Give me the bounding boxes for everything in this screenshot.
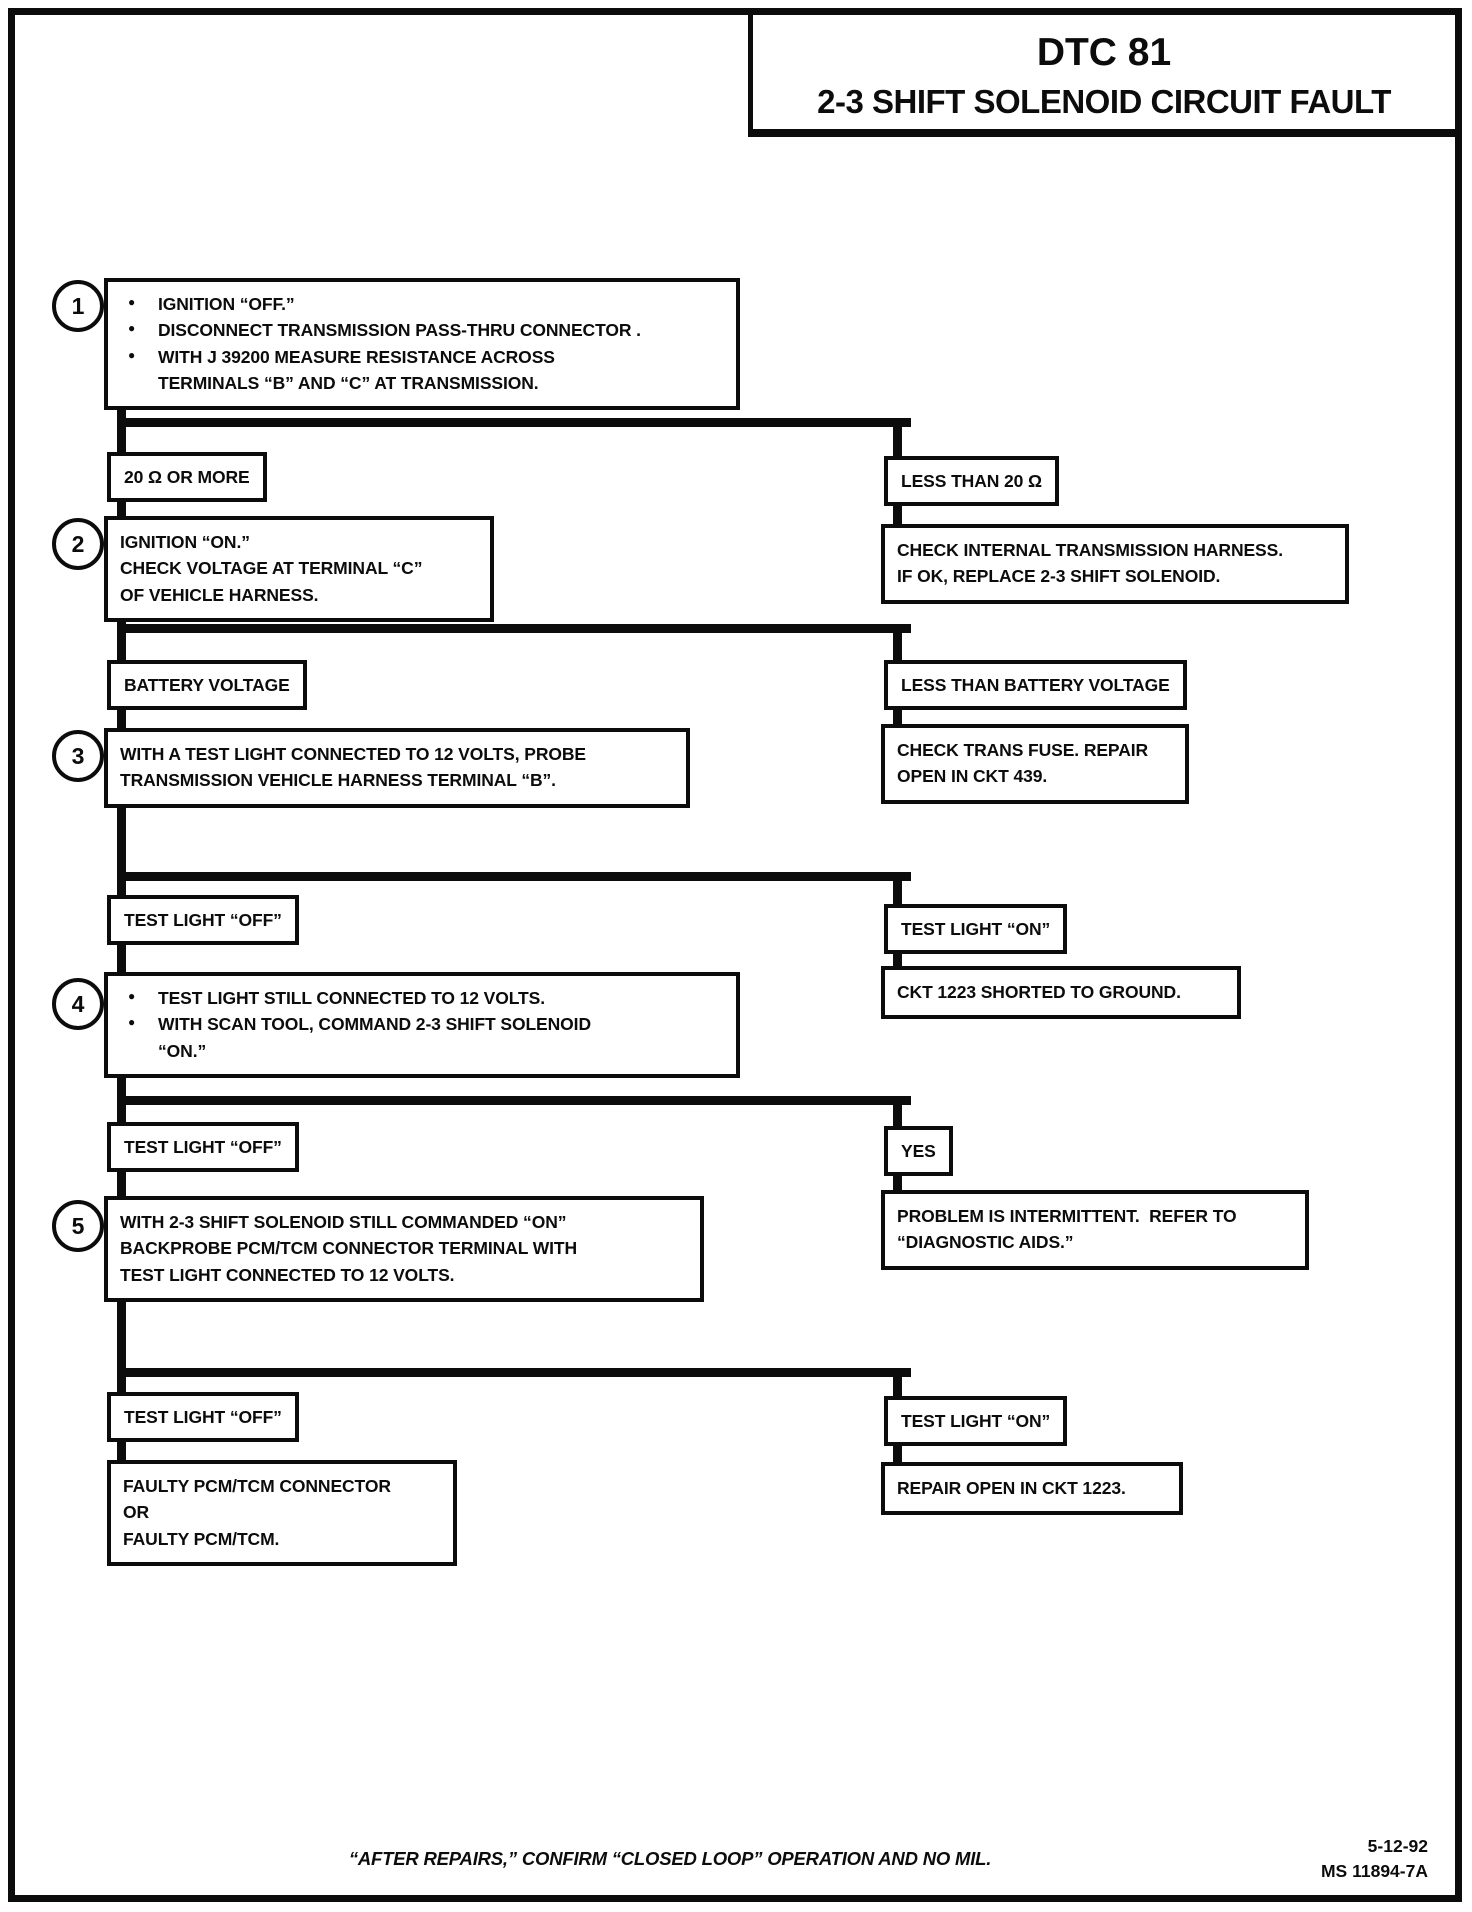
branch3-right-result-box: CKT 1223 SHORTED TO GROUND. bbox=[881, 966, 1241, 1020]
step5-line-3: TEST LIGHT CONNECTED TO 12 VOLTS. bbox=[120, 1264, 455, 1285]
connector-branch2-drop1 bbox=[893, 624, 902, 666]
branch5-right-label: TEST LIGHT “ON” bbox=[884, 1396, 1068, 1447]
step-circle-4: 4 bbox=[52, 978, 104, 1030]
step1-bullet-3-continuation: TERMINALS “B” AND “C” AT TRANSMISSION. bbox=[158, 372, 539, 393]
branch4-right-label-text: YES bbox=[901, 1141, 936, 1161]
step1-bullet-2: DISCONNECT TRANSMISSION PASS-THRU CONNEC… bbox=[120, 317, 724, 343]
step2-line-1: IGNITION “ON.” bbox=[120, 532, 250, 552]
connector-branch1-drop2 bbox=[893, 490, 902, 530]
connector-branch2-horizontal bbox=[117, 624, 911, 633]
branch3-right-label: TEST LIGHT “ON” bbox=[884, 904, 1068, 955]
branch2-left-label-text: BATTERY VOLTAGE bbox=[124, 675, 290, 695]
branch5-right-result-box: REPAIR OPEN IN CKT 1223. bbox=[881, 1462, 1183, 1516]
branch3-right-label-text: TEST LIGHT “ON” bbox=[901, 919, 1051, 939]
connector-branch4-horizontal bbox=[117, 1096, 911, 1105]
branch2-right-label-text: LESS THAN BATTERY VOLTAGE bbox=[901, 675, 1170, 695]
branch5-right-label-text: TEST LIGHT “ON” bbox=[901, 1411, 1051, 1431]
connector-branch3-drop1 bbox=[893, 872, 902, 910]
connector-branch5-drop1 bbox=[893, 1368, 902, 1404]
connector-branch2-drop2 bbox=[893, 694, 902, 730]
step-box-4: TEST LIGHT STILL CONNECTED TO 12 VOLTS. … bbox=[104, 972, 740, 1078]
step2-line-2: CHECK VOLTAGE AT TERMINAL “C” bbox=[120, 558, 423, 579]
branch1-result-line-2: IF OK, REPLACE 2-3 SHIFT SOLENOID. bbox=[897, 566, 1221, 587]
connector-branch4-drop2 bbox=[893, 1162, 902, 1196]
footer-stamp: 5-12-92 MS 11894-7A bbox=[1321, 1834, 1428, 1885]
step-number-2: 2 bbox=[71, 530, 85, 557]
step3-line-1: WITH A TEST LIGHT CONNECTED TO 12 VOLTS,… bbox=[120, 744, 586, 764]
step5-line-2: BACKPROBE PCM/TCM CONNECTOR TERMINAL WIT… bbox=[120, 1238, 578, 1259]
step4-bullet-2: WITH SCAN TOOL, COMMAND 2-3 SHIFT SOLENO… bbox=[120, 1011, 724, 1037]
connector-branch1-horizontal bbox=[117, 418, 911, 427]
connector-branch1-drop1 bbox=[893, 418, 902, 462]
title-block: DTC 81 2-3 SHIFT SOLENOID CIRCUIT FAULT bbox=[748, 15, 1455, 137]
branch4-left-label-text: TEST LIGHT “OFF” bbox=[124, 1137, 282, 1157]
branch5-left-result-line-1: FAULTY PCM/TCM CONNECTOR bbox=[123, 1476, 391, 1496]
step-circle-3: 3 bbox=[52, 730, 104, 782]
branch1-right-label-text: LESS THAN 20 Ω bbox=[901, 471, 1042, 491]
step4-bullet-2-continuation: “ON.” bbox=[158, 1040, 207, 1061]
branch5-left-result-line-2: OR bbox=[123, 1502, 150, 1523]
step-box-2: IGNITION “ON.” CHECK VOLTAGE AT TERMINAL… bbox=[104, 516, 494, 622]
branch5-left-label-text: TEST LIGHT “OFF” bbox=[124, 1407, 282, 1427]
step-circle-2: 2 bbox=[52, 518, 104, 570]
branch1-right-label: LESS THAN 20 Ω bbox=[884, 456, 1059, 507]
branch3-result-line-1: CKT 1223 SHORTED TO GROUND. bbox=[897, 982, 1181, 1002]
branch2-result-line-1: CHECK TRANS FUSE. REPAIR bbox=[897, 740, 1149, 760]
step2-line-3: OF VEHICLE HARNESS. bbox=[120, 584, 319, 605]
step-circle-1: 1 bbox=[52, 280, 104, 332]
connector-branch5-horizontal bbox=[117, 1368, 911, 1377]
footer-note: “AFTER REPAIRS,” CONFIRM “CLOSED LOOP” O… bbox=[348, 1848, 992, 1869]
branch1-left-label-text: 20 Ω OR MORE bbox=[124, 467, 250, 487]
step-number-4: 4 bbox=[71, 990, 85, 1017]
step1-bullet-3: WITH J 39200 MEASURE RESISTANCE ACROSS bbox=[120, 344, 724, 370]
page-title: DTC 81 bbox=[1036, 31, 1172, 74]
branch1-right-result-box: CHECK INTERNAL TRANSMISSION HARNESS. IF … bbox=[881, 524, 1349, 604]
connector-branch3-drop2 bbox=[893, 938, 902, 972]
step1-bullet-1: IGNITION “OFF.” bbox=[120, 291, 724, 317]
branch2-result-line-2: OPEN IN CKT 439. bbox=[897, 766, 1048, 787]
branch1-result-line-1: CHECK INTERNAL TRANSMISSION HARNESS. bbox=[897, 540, 1283, 560]
branch2-left-label: BATTERY VOLTAGE bbox=[107, 660, 307, 711]
step-box-5: WITH 2-3 SHIFT SOLENOID STILL COMMANDED … bbox=[104, 1196, 704, 1302]
branch5-left-result-box: FAULTY PCM/TCM CONNECTOR OR FAULTY PCM/T… bbox=[107, 1460, 457, 1566]
step-number-3: 3 bbox=[71, 742, 85, 769]
footer-date: 5-12-92 bbox=[1367, 1836, 1428, 1856]
step-number-5: 5 bbox=[71, 1212, 85, 1239]
connector-branch4-drop1 bbox=[893, 1096, 902, 1134]
step-number-1: 1 bbox=[71, 292, 85, 319]
footer-doc-number: MS 11894-7A bbox=[1320, 1861, 1428, 1882]
step4-bullet-1: TEST LIGHT STILL CONNECTED TO 12 VOLTS. bbox=[120, 985, 724, 1011]
branch4-left-label: TEST LIGHT “OFF” bbox=[107, 1122, 299, 1173]
branch3-left-label-text: TEST LIGHT “OFF” bbox=[124, 910, 282, 930]
step3-line-2: TRANSMISSION VEHICLE HARNESS TERMINAL “B… bbox=[120, 770, 556, 791]
branch5-left-label: TEST LIGHT “OFF” bbox=[107, 1392, 299, 1443]
connector-branch3-horizontal bbox=[117, 872, 911, 881]
branch1-left-label: 20 Ω OR MORE bbox=[107, 452, 267, 503]
connector-branch5-drop2 bbox=[893, 1432, 902, 1468]
branch3-left-label: TEST LIGHT “OFF” bbox=[107, 895, 299, 946]
branch4-result-line-2: “DIAGNOSTIC AIDS.” bbox=[897, 1232, 1074, 1253]
branch5-right-result-line-1: REPAIR OPEN IN CKT 1223. bbox=[897, 1478, 1126, 1498]
branch5-left-result-line-3: FAULTY PCM/TCM. bbox=[123, 1528, 280, 1549]
step-circle-5: 5 bbox=[52, 1200, 104, 1252]
step5-line-1: WITH 2-3 SHIFT SOLENOID STILL COMMANDED … bbox=[120, 1212, 567, 1232]
page-subtitle: 2-3 SHIFT SOLENOID CIRCUIT FAULT bbox=[817, 83, 1391, 120]
branch2-right-result-box: CHECK TRANS FUSE. REPAIR OPEN IN CKT 439… bbox=[881, 724, 1189, 804]
branch4-result-line-1: PROBLEM IS INTERMITTENT. REFER TO bbox=[897, 1206, 1237, 1226]
step-box-3: WITH A TEST LIGHT CONNECTED TO 12 VOLTS,… bbox=[104, 728, 690, 808]
step-box-1: IGNITION “OFF.” DISCONNECT TRANSMISSION … bbox=[104, 278, 740, 410]
branch4-right-label: YES bbox=[884, 1126, 953, 1177]
branch2-right-label: LESS THAN BATTERY VOLTAGE bbox=[884, 660, 1187, 711]
branch4-right-result-box: PROBLEM IS INTERMITTENT. REFER TO “DIAGN… bbox=[881, 1190, 1309, 1270]
